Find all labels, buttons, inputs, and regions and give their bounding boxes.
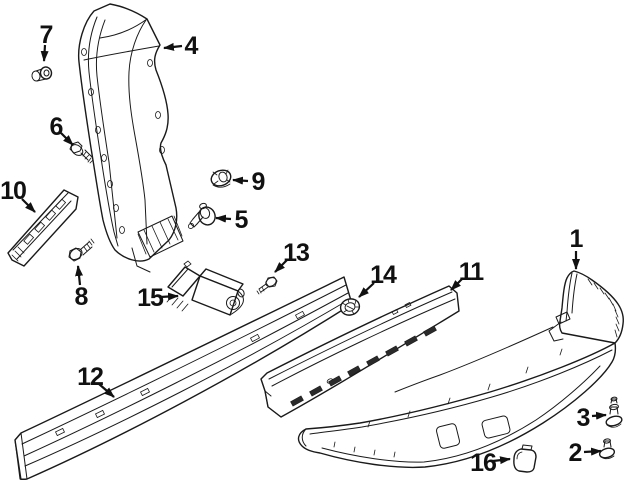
step-pad-slots xyxy=(290,301,437,407)
bumper-corner-hatch xyxy=(587,278,620,338)
callout-arrow-14 xyxy=(358,282,375,298)
part-drawing-grommet-14 xyxy=(339,298,361,316)
callout-label-4[interactable]: 4 xyxy=(185,32,200,60)
callout-arrow-10 xyxy=(21,198,36,213)
callout-arrow-5 xyxy=(215,214,232,223)
bar-slots xyxy=(54,310,306,437)
callout-arrow-16 xyxy=(492,456,511,465)
callout-label-13[interactable]: 13 xyxy=(283,239,310,267)
callout-label-5[interactable]: 5 xyxy=(235,206,250,234)
callout-arrow-2 xyxy=(583,447,602,456)
callout-1[interactable]: 1 xyxy=(570,225,585,270)
part-drawing-clip-nut xyxy=(31,66,53,82)
part-drawing-side-bracket xyxy=(7,189,79,267)
callout-7[interactable]: 7 xyxy=(40,21,54,62)
callout-12[interactable]: 12 xyxy=(77,363,115,398)
callout-label-12[interactable]: 12 xyxy=(77,363,104,391)
callout-label-8[interactable]: 8 xyxy=(75,283,90,311)
bumper-recess xyxy=(435,423,461,449)
callout-10[interactable]: 10 xyxy=(0,177,36,213)
bracket-hatch xyxy=(11,246,25,262)
callout-label-9[interactable]: 9 xyxy=(252,168,266,196)
callout-label-10[interactable]: 10 xyxy=(0,177,27,205)
callout-arrow-13 xyxy=(274,259,288,273)
callout-arrow-8 xyxy=(75,265,84,286)
callout-14[interactable]: 14 xyxy=(358,261,398,298)
callout-16[interactable]: 16 xyxy=(470,449,511,477)
callout-3[interactable]: 3 xyxy=(577,404,607,432)
part-drawing-grommet-9 xyxy=(210,169,232,188)
callout-label-15[interactable]: 15 xyxy=(137,284,165,312)
callout-15[interactable]: 15 xyxy=(137,284,179,312)
callout-arrow-9 xyxy=(232,176,249,185)
callout-label-16[interactable]: 16 xyxy=(470,449,497,477)
part-drawing-quarter-panel xyxy=(77,3,184,273)
bumper-band-ticks xyxy=(333,348,563,458)
part-drawing-tow-hook-cover xyxy=(513,444,537,473)
part-drawing-screw-6 xyxy=(69,141,94,164)
part-drawing-step-pad xyxy=(260,285,460,418)
callout-arrow-7 xyxy=(40,44,49,62)
part-drawing-screw-3 xyxy=(605,396,623,428)
callout-label-1[interactable]: 1 xyxy=(570,225,585,253)
callout-label-11[interactable]: 11 xyxy=(459,258,486,286)
part-drawing-screw-5 xyxy=(187,202,216,229)
bumper-recess-2 xyxy=(481,415,511,439)
bracket-slots xyxy=(23,198,67,245)
part-drawing-screw-8 xyxy=(68,238,95,262)
callout-label-14[interactable]: 14 xyxy=(370,261,398,289)
panel-holes xyxy=(81,48,165,234)
callout-9[interactable]: 9 xyxy=(232,168,266,196)
callouts: 1 2 3 4 5 6 7 8 xyxy=(0,21,607,477)
callout-arrow-3 xyxy=(591,411,607,420)
callout-arrow-6 xyxy=(60,132,74,146)
callout-arrow-11 xyxy=(450,277,464,291)
callout-label-3[interactable]: 3 xyxy=(577,404,591,432)
callout-label-2[interactable]: 2 xyxy=(569,439,583,467)
panel-sill-hatch xyxy=(137,215,183,255)
callout-13[interactable]: 13 xyxy=(274,239,310,273)
callout-2[interactable]: 2 xyxy=(569,439,602,467)
callout-5[interactable]: 5 xyxy=(215,206,250,234)
callout-arrow-4 xyxy=(163,42,183,51)
callout-11[interactable]: 11 xyxy=(450,258,486,291)
part-drawing-bumper-cover xyxy=(297,270,624,469)
callout-label-7[interactable]: 7 xyxy=(40,21,54,49)
part-drawing-screw-2 xyxy=(598,438,616,460)
part-drawing-screw-13 xyxy=(256,276,278,295)
callout-arrow-15 xyxy=(159,292,179,301)
part-drawing-absorber-box xyxy=(166,260,245,316)
callout-8[interactable]: 8 xyxy=(75,265,90,311)
callout-6[interactable]: 6 xyxy=(50,113,74,146)
callout-label-6[interactable]: 6 xyxy=(50,113,64,141)
callout-4[interactable]: 4 xyxy=(163,32,200,60)
callout-arrow-12 xyxy=(98,383,115,398)
